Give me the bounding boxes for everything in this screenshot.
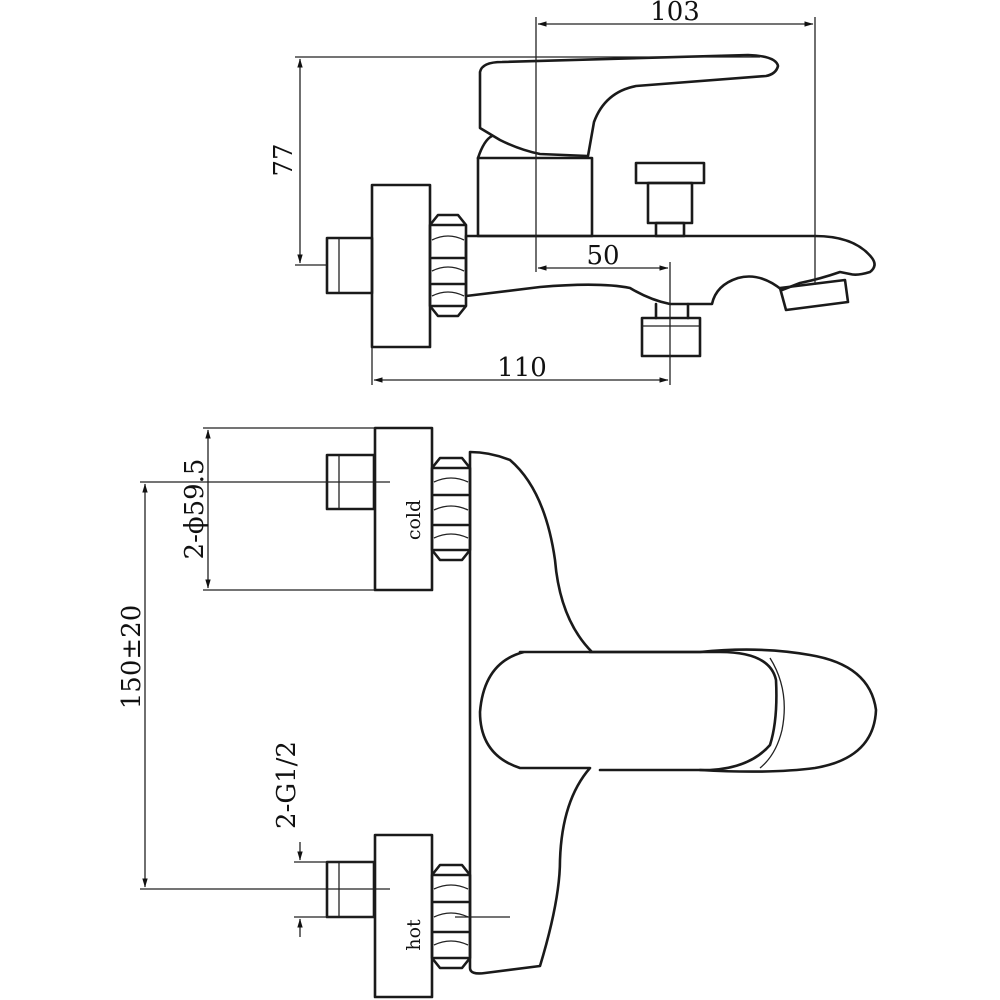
side-outlet-connector: [640, 316, 702, 358]
hot-label: hot: [403, 919, 425, 951]
dim-flange-diameter: 2-ϕ59.5: [180, 459, 210, 560]
side-cartridge-housing: [476, 156, 594, 238]
side-hex-nut: [428, 213, 468, 318]
dim-outlet-offset: 50: [586, 241, 619, 271]
side-lever-handle: [478, 53, 780, 158]
dim-body-height: 77: [269, 143, 299, 176]
side-spout-aerator: [778, 278, 850, 312]
hot-inlet-assembly: [325, 833, 472, 999]
dim-thread-size: 2-G1/2: [272, 741, 302, 829]
dim-center-distance: 150±20: [117, 605, 147, 710]
side-diverter-knob: [634, 161, 706, 238]
side-body-spout: [464, 234, 876, 306]
top-view-dimensions: 2-ϕ59.5 150±20 2-G1/2: [117, 427, 510, 937]
dim-overall-length: 110: [497, 353, 547, 383]
side-inlet-nipple: [325, 236, 374, 295]
hot-flange: [373, 833, 434, 999]
cold-inlet-assembly: [325, 426, 472, 592]
top-body-outline: [468, 450, 778, 975]
side-flange: [370, 183, 432, 349]
top-lever-handle: [588, 648, 878, 773]
dim-spout-reach: 103: [650, 0, 700, 27]
side-view-dimensions: 103 77 50 110: [269, 0, 816, 385]
side-view: [325, 53, 876, 358]
top-view: cold hot: [325, 426, 878, 999]
cold-label: cold: [403, 500, 425, 540]
